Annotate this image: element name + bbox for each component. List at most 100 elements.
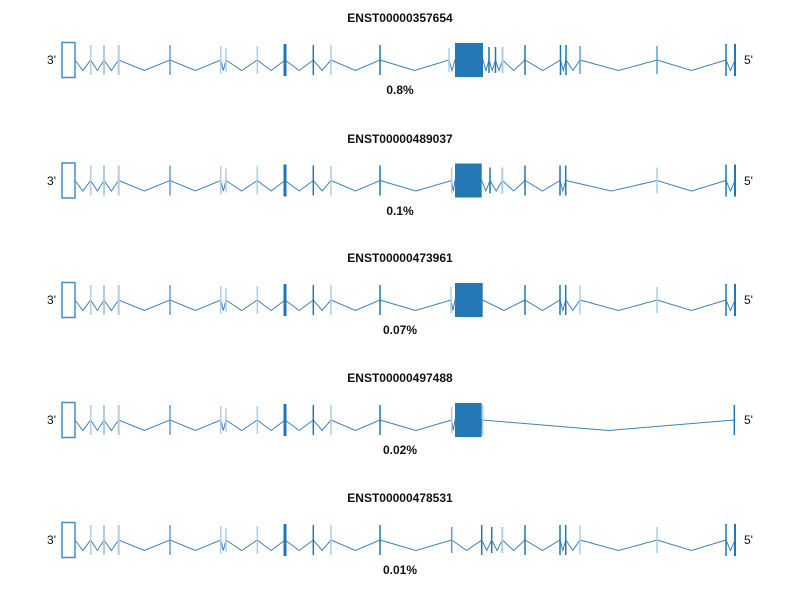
exon-tick <box>501 527 504 553</box>
exon-tick <box>579 286 581 314</box>
exon-tick <box>501 47 504 73</box>
abundance-label: 0.02% <box>382 443 418 457</box>
exon-tick <box>219 526 222 554</box>
five-prime-label: 5' <box>744 533 753 547</box>
exon-tick <box>283 164 287 197</box>
exon-tick <box>117 285 120 315</box>
exon-tick <box>219 406 222 434</box>
exon-tick <box>312 525 315 555</box>
abundance-label: 0.8% <box>386 83 414 97</box>
five-prime-label: 5' <box>744 53 753 67</box>
exon-tick <box>283 44 287 76</box>
exon-tick <box>219 286 222 314</box>
exon-tick <box>103 285 105 315</box>
exon-tick <box>283 404 287 436</box>
exon-tick <box>330 165 332 196</box>
large-exon-box <box>455 283 483 317</box>
exon-tick <box>89 405 92 435</box>
exon-tick <box>169 45 171 75</box>
exon-tick <box>734 164 736 197</box>
abundance-label: 0.07% <box>382 323 418 337</box>
exon-tick <box>564 165 567 196</box>
exon-tick <box>256 406 259 434</box>
exon-tick <box>225 528 227 552</box>
three-prime-label: 3' <box>47 173 56 188</box>
exon-tick <box>330 45 332 75</box>
exon-tick <box>379 285 381 315</box>
five-prime-label: 5' <box>744 413 753 427</box>
exon-tick <box>480 525 483 555</box>
exon-tick <box>89 525 92 555</box>
exon-tick <box>256 286 259 314</box>
exon-tick <box>579 46 581 74</box>
transcript-title: ENST00000357654 <box>347 11 453 25</box>
transcript-title: ENST00000473961 <box>347 251 453 265</box>
exon-tick <box>733 405 736 435</box>
exon-tick <box>656 167 658 194</box>
exon-tick <box>501 167 504 194</box>
exon-tick <box>225 48 227 72</box>
intron-line <box>74 419 735 432</box>
exon-tick <box>103 165 105 196</box>
exon-tick <box>490 527 493 553</box>
exon-tick <box>117 165 120 196</box>
exon-tick <box>656 46 658 74</box>
three-prime-label: 3' <box>47 293 56 307</box>
exon-tick <box>169 165 171 196</box>
exon-tick <box>725 44 727 76</box>
exon-tick <box>488 47 490 73</box>
exon-tick <box>225 168 227 193</box>
five-prime-label: 5' <box>744 293 753 307</box>
start-exon-rect <box>61 41 76 79</box>
exon-tick <box>256 526 259 554</box>
three-prime-label: 3' <box>47 53 56 67</box>
exon-tick <box>656 527 658 553</box>
exon-tick <box>89 165 92 196</box>
exon-tick <box>103 405 105 435</box>
exon-tick <box>725 524 727 556</box>
intron-line <box>74 58 736 73</box>
exon-tick <box>579 526 581 554</box>
exon-tick <box>564 525 567 555</box>
exon-tick <box>219 46 222 74</box>
exon-tick <box>256 46 259 74</box>
exon-tick <box>219 166 222 195</box>
exon-tick <box>103 45 105 75</box>
exon-tick <box>283 524 287 556</box>
exon-tick <box>330 525 332 555</box>
intron-line <box>74 538 736 553</box>
exon-tick <box>450 407 453 433</box>
exon-tick <box>169 405 171 435</box>
exon-tick <box>494 47 497 73</box>
exon-tick <box>117 525 120 555</box>
exon-tick <box>117 45 120 75</box>
exon-tick <box>225 288 227 312</box>
exon-tick <box>489 167 491 194</box>
exon-tick <box>734 44 736 76</box>
exon-tick <box>379 45 381 75</box>
exon-tick <box>312 285 315 315</box>
exon-tick <box>450 287 452 313</box>
three-prime-label: 3' <box>47 533 56 547</box>
exon-tick <box>524 525 526 555</box>
large-exon-box <box>455 163 482 198</box>
transcript-title: ENST00000489037 <box>347 131 453 146</box>
exon-tick <box>524 45 526 75</box>
exon-tick <box>379 165 381 196</box>
exon-tick <box>312 405 315 435</box>
exon-tick <box>169 525 171 555</box>
exon-tick <box>725 284 727 316</box>
exon-tick <box>330 405 332 435</box>
exon-tick <box>448 48 450 72</box>
exon-tick <box>169 285 171 315</box>
exon-tick <box>481 405 484 435</box>
exon-tick <box>283 284 287 316</box>
exon-tick <box>312 165 315 196</box>
transcript-title: ENST00000478531 <box>347 491 453 505</box>
exon-tick <box>565 45 567 75</box>
exon-tick <box>89 285 92 315</box>
exon-tick <box>524 165 526 196</box>
abundance-label: 0.1% <box>386 203 414 218</box>
